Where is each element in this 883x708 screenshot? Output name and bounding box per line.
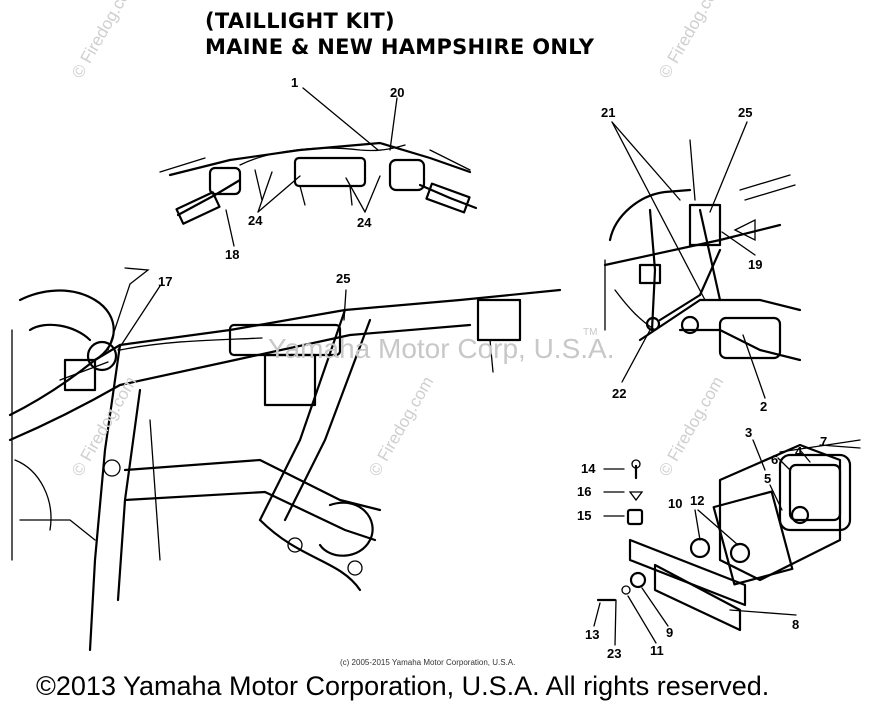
diagram-title-line2: MAINE & NEW HAMPSHIRE ONLY	[205, 35, 595, 59]
callout-11[interactable]: 11	[650, 643, 664, 658]
rear-fender-assembly	[603, 139, 802, 362]
trademark-watermark: TM	[583, 327, 598, 338]
callout-24-right[interactable]: 24	[357, 215, 372, 230]
callout-6[interactable]: 6	[771, 452, 779, 467]
callout-17[interactable]: 17	[158, 274, 173, 289]
callout-25-rear[interactable]: 25	[738, 105, 753, 120]
handlebar-assembly	[159, 141, 478, 225]
callout-1[interactable]: 1	[291, 75, 299, 90]
frame-assembly	[8, 288, 562, 652]
callout-23[interactable]: 23	[607, 646, 622, 661]
yamaha-corp-watermark: Yamaha Motor Corp, U.S.A.	[268, 333, 615, 364]
callout-10[interactable]: 10	[668, 496, 683, 511]
callout-18[interactable]: 18	[225, 247, 240, 262]
callout-13[interactable]: 13	[585, 627, 600, 642]
callout-2[interactable]: 2	[760, 399, 768, 414]
callout-16[interactable]: 16	[577, 484, 592, 499]
callout-19[interactable]: 19	[748, 257, 763, 272]
callout-7[interactable]: 7	[820, 434, 828, 449]
callout-4[interactable]: 4	[795, 444, 803, 459]
callout-5[interactable]: 5	[764, 471, 772, 486]
callout-25-frame[interactable]: 25	[336, 271, 351, 286]
handlebar-leader-lines	[225, 87, 398, 247]
taillight-leader-lines	[593, 439, 861, 646]
callout-9[interactable]: 9	[666, 625, 674, 640]
callout-3[interactable]: 3	[745, 425, 753, 440]
callout-8[interactable]: 8	[792, 617, 800, 632]
frame-leader-lines	[107, 267, 347, 351]
callout-20[interactable]: 20	[390, 85, 405, 100]
small-copyright-notice: (c) 2005-2015 Yamaha Motor Corporation, …	[340, 658, 516, 667]
diagram-title-line1: (TAILLIGHT KIT)	[205, 9, 395, 33]
callout-24-left[interactable]: 24	[248, 213, 263, 228]
taillight-exploded-view	[596, 439, 861, 632]
copyright-notice: ©2013 Yamaha Motor Corporation, U.S.A. A…	[36, 671, 770, 701]
callout-12[interactable]: 12	[690, 493, 705, 508]
callout-22[interactable]: 22	[612, 386, 627, 401]
callout-15[interactable]: 15	[577, 508, 592, 523]
rear-leader-lines	[611, 121, 766, 399]
callout-14[interactable]: 14	[581, 461, 596, 476]
callout-21[interactable]: 21	[601, 105, 616, 120]
